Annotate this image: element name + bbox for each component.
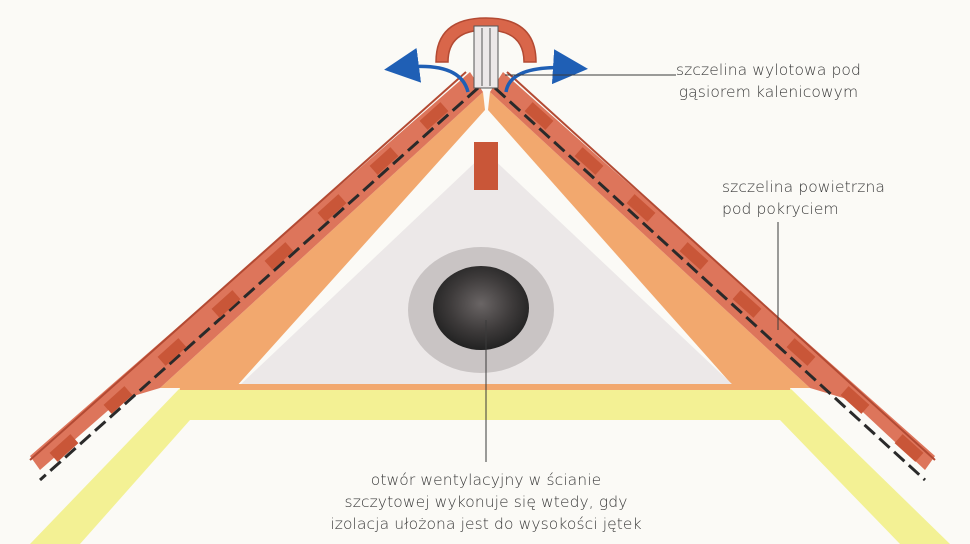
left-rafter	[160, 92, 485, 388]
tie-beam	[180, 384, 790, 390]
label-outlet-gap-line2: gąsiorem kalenicowym	[678, 83, 859, 101]
left-tiles	[49, 102, 449, 462]
airflow-arrow-left	[384, 47, 470, 93]
ridge-beam	[474, 142, 498, 190]
label-outlet-gap: szczelina wylotowa pod gąsiorem kalenico…	[676, 59, 861, 103]
label-vent-hole: otwór wentylacyjny w ścianie szczytowej …	[300, 469, 672, 535]
label-air-gap-line1: szczelina powietrzna	[722, 178, 886, 196]
label-air-gap: szczelina powietrzna pod pokryciem	[722, 176, 885, 220]
airflow-arrow-right	[504, 49, 588, 93]
ridge-post	[473, 25, 499, 89]
vent-hole	[433, 266, 529, 350]
left-roof-covering	[29, 71, 483, 482]
right-roof-covering	[490, 71, 936, 482]
label-air-gap-line2: pod pokryciem	[722, 200, 839, 218]
right-tiles	[524, 102, 924, 462]
ridge-cap	[435, 17, 537, 63]
label-vent-hole-line3: izolacja ułożona jest do wysokości jętek	[330, 515, 642, 533]
label-vent-hole-line1: otwór wentylacyjny w ścianie	[370, 471, 602, 489]
right-rafter	[488, 92, 810, 388]
ceiling-cavity	[80, 420, 900, 544]
label-outlet-gap-line1: szczelina wylotowa pod	[676, 61, 861, 79]
label-vent-hole-line2: szczytowej wykonuje się wtedy, gdy	[344, 493, 628, 511]
